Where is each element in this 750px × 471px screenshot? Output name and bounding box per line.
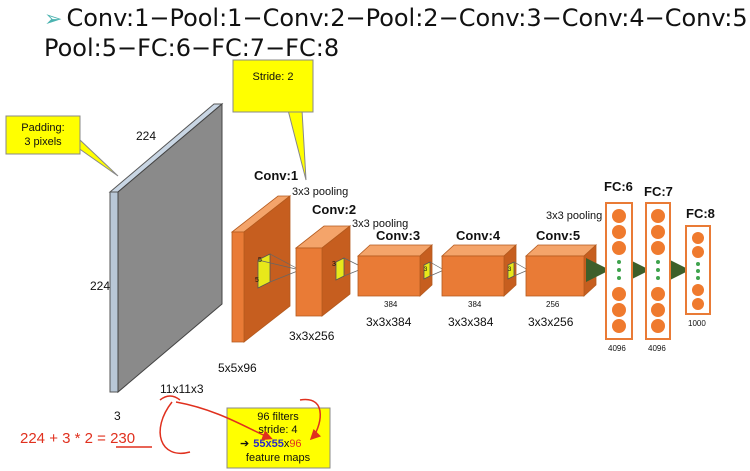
filters-callout-line1: 96 filters (257, 411, 299, 423)
conv5-block (524, 244, 598, 297)
annotation-arrow-kernel (175, 401, 273, 441)
padding-callout-line2: 3 pixels (24, 136, 62, 148)
conv1-name: Conv:1 (254, 168, 298, 183)
conv2-kernel-label: 3 (332, 261, 336, 268)
conv5-pool-label: 3x3 pooling (546, 210, 602, 222)
conv5-name: Conv:5 (536, 228, 580, 243)
filters-count: 96 (289, 438, 301, 450)
fc6-size: 4096 (608, 344, 626, 353)
conv1-kernel-label-b: 5 (255, 277, 259, 284)
page-title: ➢Conv:1−Pool:1−Conv:2−Pool:2−Conv:3−Conv… (44, 4, 750, 62)
conv2-block (294, 225, 365, 317)
input-height-label: 224 (90, 279, 110, 293)
conv4-size: 384 (468, 300, 482, 309)
fc8-neurons (692, 232, 704, 310)
annotation-curve-left (159, 401, 191, 455)
conv1-pool-label: 3x3 pooling (292, 186, 348, 198)
conv3-size: 384 (384, 300, 398, 309)
title-line-2: Pool:5−FC:6−FC:7−FC:8 (44, 34, 340, 62)
conv3-name: Conv:3 (376, 228, 420, 243)
conv2-name: Conv:2 (312, 202, 356, 217)
fc8-size: 1000 (688, 319, 706, 328)
conv3-kernel-label: 3 (424, 267, 428, 273)
input-volume (108, 102, 224, 394)
conv3-dims: 3x3x384 (366, 315, 412, 329)
conv4-kernel-label: 3 (508, 267, 512, 273)
filters-times: x (284, 438, 290, 450)
title-line-1: Conv:1−Pool:1−Conv:2−Pool:2−Conv:3−Conv:… (66, 4, 750, 32)
fc8-name: FC:8 (686, 206, 715, 221)
conv2-kernel-patch (335, 257, 345, 281)
input-front-face (117, 102, 223, 394)
input-depth-label: 3 (114, 409, 121, 423)
conv4-name: Conv:4 (456, 228, 501, 243)
conv5-size: 256 (546, 300, 560, 309)
fc7-size: 4096 (648, 344, 666, 353)
padding-callout (5, 115, 81, 155)
stride-callout (232, 59, 314, 113)
conv1-dims: 5x5x96 (218, 361, 257, 375)
kernel-size-label: 11x11x3 (160, 382, 204, 396)
input-left-edge (109, 191, 119, 393)
fc6-name: FC:6 (604, 179, 633, 194)
padding-formula: 224 + 3 * 2 = 230 (20, 430, 135, 447)
conv4-dims: 3x3x384 (448, 315, 494, 329)
conv2-pool-label: 3x3 pooling (352, 218, 408, 230)
bullet-arrow-icon: ➢ (44, 7, 63, 32)
conv3-block (356, 244, 445, 297)
fc7-name: FC:7 (644, 184, 673, 199)
fc6-neurons (612, 209, 626, 333)
conv5-dims: 3x3x256 (528, 315, 574, 329)
kernel-bracket (159, 395, 181, 401)
padding-callout-line1: Padding: (21, 122, 64, 134)
annotation-arrow-count (299, 398, 322, 441)
filters-arrow-icon: ➔ (240, 438, 249, 450)
fc7-neurons (651, 209, 665, 333)
conv4-block (440, 244, 529, 297)
stride-callout-text: Stride: 2 (253, 71, 294, 83)
conv2-dims: 3x3x256 (289, 329, 335, 343)
filters-callout-line2: stride: 4 (258, 424, 297, 436)
conv1-block (230, 195, 301, 343)
input-width-label: 224 (136, 129, 156, 143)
filters-callout-line4: feature maps (246, 452, 311, 464)
filters-callout-line3: ➔ 55x55x96 (240, 438, 302, 450)
filters-feature-size: 55x55 (253, 438, 284, 450)
conv1-kernel-label-a: 5 (258, 257, 262, 264)
